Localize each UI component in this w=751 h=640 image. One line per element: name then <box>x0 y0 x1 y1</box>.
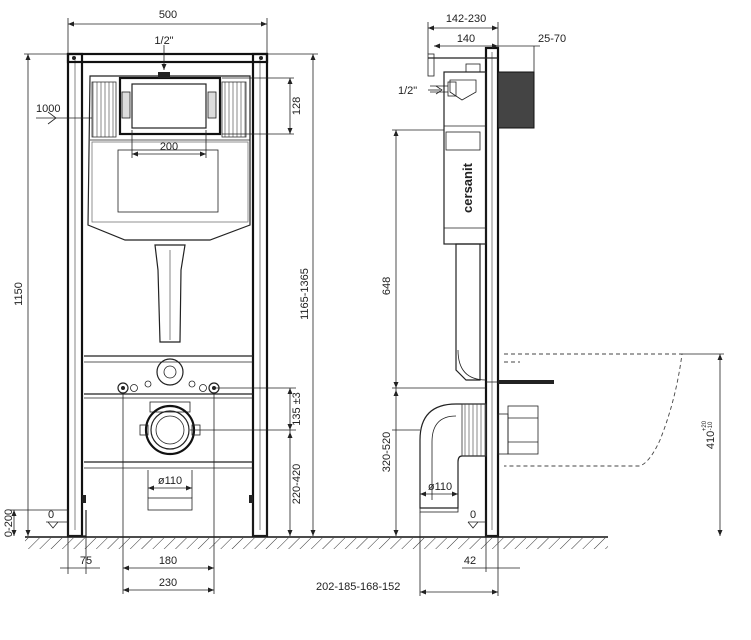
side-wall-range-label: 25-70 <box>538 33 566 45</box>
front-connection-label: 1/2" <box>154 35 173 47</box>
side-drain-elbow <box>419 403 539 509</box>
side-projections-label: 202-185-168-152 <box>316 581 400 593</box>
side-depth-label: 140 <box>457 33 475 45</box>
side-cistern <box>443 71 487 245</box>
drain-connector-front <box>139 401 201 456</box>
side-connection-label: 1/2" <box>398 85 417 97</box>
side-depth-range-label: 142-230 <box>446 13 486 25</box>
flush-pipe <box>154 244 186 343</box>
top-rail <box>66 52 269 64</box>
floor-line <box>25 536 608 549</box>
flush-plate-opening <box>118 76 222 136</box>
side-zero-label: 0 <box>470 509 476 521</box>
front-drain-dia-label: ø110 <box>158 475 182 487</box>
front-zero-label: 0 <box>48 509 54 521</box>
side-bowl-tol-plus: +20 <box>702 420 708 431</box>
side-bowl-height-label: 410 <box>705 431 717 449</box>
front-frame-height-label: 1150 <box>13 282 25 306</box>
side-foot-depth-label: 42 <box>464 555 476 567</box>
front-outlet-spacing-label: 230 <box>159 577 177 589</box>
side-bowl-tol-minus: -10 <box>708 421 714 430</box>
front-button-height-label: 128 <box>291 97 303 115</box>
front-bolt-spacing-label: 180 <box>159 555 177 567</box>
front-dimensions <box>10 18 318 594</box>
bolt-left <box>117 382 138 394</box>
front-leg-width-label: 75 <box>80 555 92 567</box>
front-button-width-label: 200 <box>160 141 178 153</box>
front-bolt-height-label: 135 ±3 <box>291 392 303 426</box>
front-adjust-height-label: 1165-1365 <box>299 268 311 320</box>
side-view <box>419 46 683 538</box>
cistern <box>87 75 251 241</box>
side-brand-label: cersanit <box>460 162 475 213</box>
side-drain-range-label: 320-520 <box>381 432 393 472</box>
side-drain-dia-label: ø110 <box>428 481 452 493</box>
front-pipe-label: 1000 <box>36 103 60 115</box>
front-foot-range-label: 0-200 <box>3 509 15 537</box>
front-view <box>66 52 269 538</box>
side-dimensions <box>392 22 724 596</box>
front-drain-height-label: 220-420 <box>291 464 303 504</box>
side-tank-height-label: 648 <box>381 277 393 295</box>
side-toilet-bowl <box>504 353 683 467</box>
front-width-label: 500 <box>159 9 177 21</box>
side-actuator-box <box>497 71 535 129</box>
